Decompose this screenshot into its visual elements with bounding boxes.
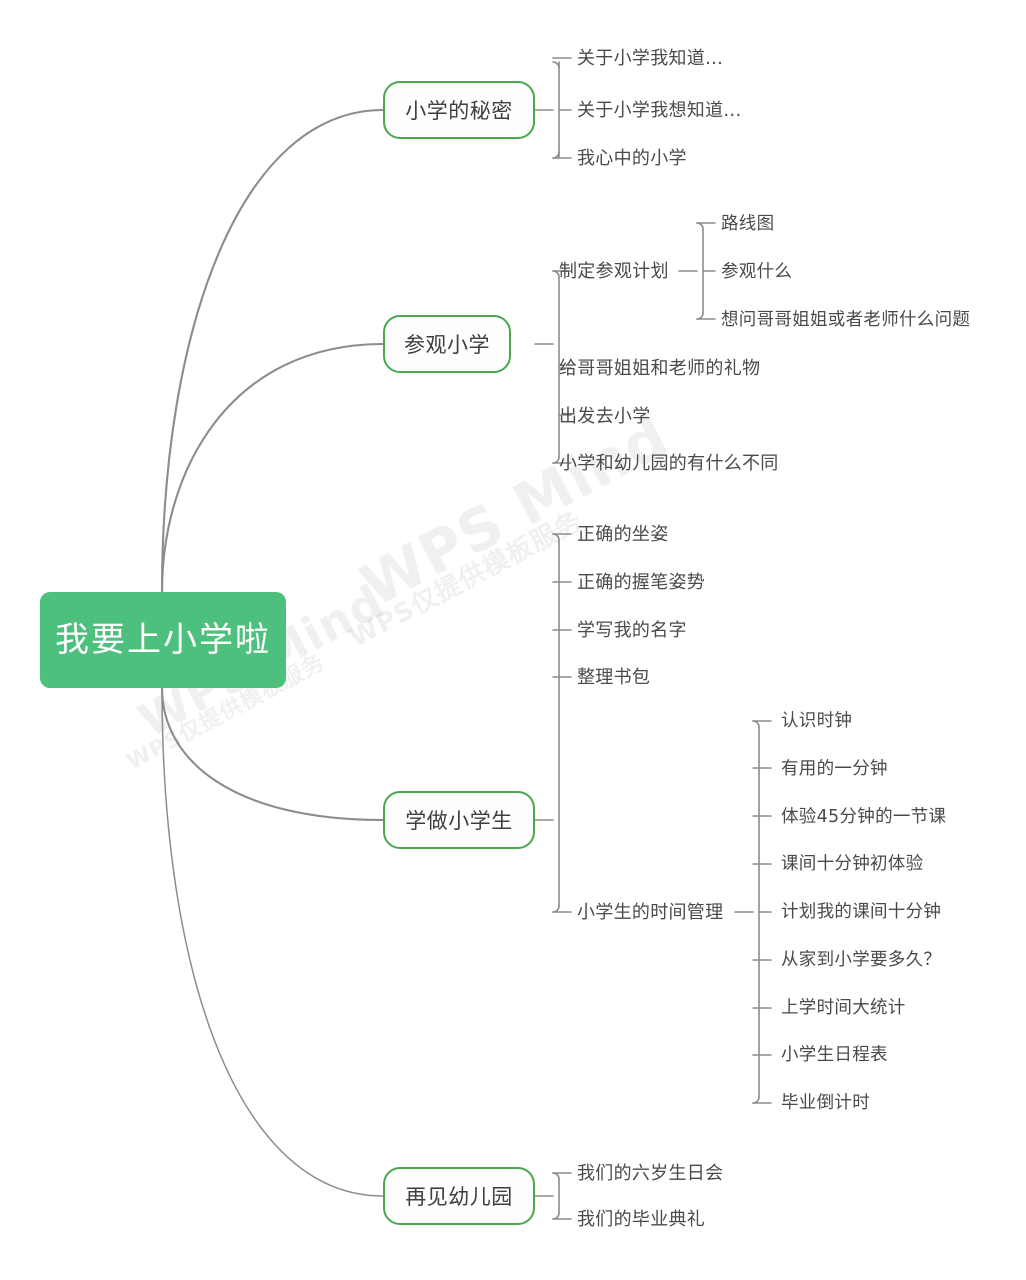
- leaf-3-5-1[interactable]: 认识时钟: [781, 711, 853, 731]
- branch-node-3-label: 学做小学生: [405, 809, 513, 833]
- leaf-3-2[interactable]: 正确的握笔姿势: [577, 572, 706, 593]
- branch-node-4[interactable]: 再见幼儿园: [383, 1167, 535, 1225]
- leaf-4-2[interactable]: 我们的毕业典礼: [577, 1209, 706, 1230]
- leaf-2-1-2[interactable]: 参观什么: [721, 262, 793, 282]
- leaf-3-5-5[interactable]: 计划我的课间十分钟: [781, 902, 942, 922]
- leaf-3-5-3[interactable]: 体验45分钟的一节课: [781, 807, 947, 827]
- leaf-3-5-2[interactable]: 有用的一分钟: [781, 759, 888, 779]
- watermark-wps-sub: WPS仅提供模板服务: [344, 505, 588, 654]
- branch-node-2-label: 参观小学: [404, 333, 490, 357]
- leaf-3-1[interactable]: 正确的坐姿: [577, 524, 669, 545]
- branch-node-3[interactable]: 学做小学生: [383, 791, 535, 849]
- leaf-1-3[interactable]: 我心中的小学: [577, 148, 687, 169]
- leaf-2-1-1[interactable]: 路线图: [721, 214, 775, 234]
- leaf-3-5-9[interactable]: 毕业倒计时: [781, 1093, 870, 1113]
- leaf-2-1-3[interactable]: 想问哥哥姐姐或者老师什么问题: [721, 310, 971, 330]
- leaf-3-5-7[interactable]: 上学时间大统计: [781, 998, 906, 1018]
- leaf-3-3[interactable]: 学写我的名字: [577, 620, 687, 641]
- leaf-2-4[interactable]: 小学和幼儿园的有什么不同: [559, 453, 779, 474]
- leaf-2-1[interactable]: 制定参观计划: [559, 261, 669, 282]
- branch-node-4-label: 再见幼儿园: [405, 1185, 513, 1209]
- leaf-1-2[interactable]: 关于小学我想知道...: [577, 100, 742, 121]
- leaf-1-1[interactable]: 关于小学我知道...: [577, 48, 724, 69]
- leaf-4-1[interactable]: 我们的六岁生日会: [577, 1163, 724, 1184]
- branch-node-1[interactable]: 小学的秘密: [383, 81, 535, 139]
- root-node-label: 我要上小学啦: [55, 620, 271, 660]
- leaf-3-5-8[interactable]: 小学生日程表: [781, 1045, 888, 1065]
- leaf-3-5[interactable]: 小学生的时间管理: [577, 902, 724, 923]
- branch-node-2[interactable]: 参观小学: [383, 315, 511, 373]
- leaf-2-2[interactable]: 给哥哥姐姐和老师的礼物: [559, 358, 761, 379]
- leaf-2-3[interactable]: 出发去小学: [559, 406, 651, 427]
- leaf-3-4[interactable]: 整理书包: [577, 667, 651, 688]
- root-node[interactable]: 我要上小学啦: [40, 592, 286, 688]
- leaf-3-5-6[interactable]: 从家到小学要多久？: [781, 950, 942, 970]
- leaf-3-5-4[interactable]: 课间十分钟初体验: [781, 854, 924, 874]
- branch-node-1-label: 小学的秘密: [405, 99, 513, 123]
